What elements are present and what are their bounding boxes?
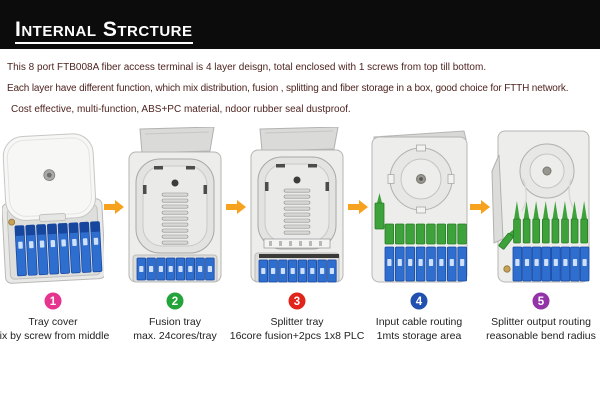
step-3-caption: Splitter tray 16core fusion+2pcs 1x8 PLC <box>230 315 365 343</box>
step-5-caption-line-1: Splitter output routing <box>491 316 591 328</box>
splitter-output-routing-photo <box>491 130 590 283</box>
step-5-badge-circle <box>532 292 550 310</box>
step-2-badge: 2 <box>166 292 184 310</box>
arrow-right-shape <box>226 200 246 214</box>
arrow-right-shape <box>104 200 124 214</box>
arrow-right-icon <box>226 200 246 214</box>
step-5-splitter-output-routing: 5 Splitter output routing reasonable ben… <box>486 127 596 343</box>
fusion-tray-photo <box>128 127 222 283</box>
step-3-number: 3 <box>294 296 300 308</box>
step-5-caption-line-2: reasonable bend radius <box>486 330 596 342</box>
step-4-badge: 4 <box>410 292 428 310</box>
step-5-badge: 5 <box>532 292 550 310</box>
arrow-right-shape <box>470 200 490 214</box>
step-3-splitter-tray: 3 Splitter tray 16core fusion+2pcs 1x8 P… <box>230 127 364 343</box>
step-4-caption-line-1: Input cable routing <box>375 316 463 328</box>
step-1-caption: Tray cover fix by screw from middle <box>0 315 109 343</box>
header-bar: Internal Strcture <box>0 0 600 49</box>
step-4-badge-circle <box>410 292 428 310</box>
step-1-badge-circle <box>44 292 62 310</box>
step-2-caption-line-2: max. 24cores/tray <box>133 330 217 342</box>
step-3-badge-circle <box>288 292 306 310</box>
step-1-tray-cover: 1 Tray cover fix by screw from middle <box>0 127 109 343</box>
step-3-caption-line-2: 16core fusion+2pcs 1x8 PLC <box>229 330 365 342</box>
step-4-input-cable-routing: 4 Input cable routing 1mts storage area <box>368 127 470 343</box>
arrow-right-icon <box>470 200 490 214</box>
step-1-number: 1 <box>50 296 57 308</box>
step-2-number: 2 <box>172 296 178 308</box>
step-3-caption-line-1: Splitter tray <box>270 316 324 328</box>
step-1-badge: 1 <box>44 292 62 310</box>
step-2-caption-line-1: Fusion tray <box>149 316 201 328</box>
step-4-caption-line-2: 1mts storage area <box>376 330 462 342</box>
tray-cover-photo <box>2 133 104 284</box>
steps-flow: 1 Tray cover fix by screw from middle <box>0 125 600 343</box>
arrow-right-icon <box>348 200 368 214</box>
step-3-badge: 3 <box>288 292 306 310</box>
arrow-right-icon <box>104 200 124 214</box>
step-4-number: 4 <box>416 296 423 308</box>
product-description: This 8 port FTB008A fiber access termina… <box>0 49 600 116</box>
step-2-caption: Fusion tray max. 24cores/tray <box>133 315 216 343</box>
step-5-caption: Splitter output routing reasonable bend … <box>486 315 596 343</box>
input-cable-routing-photo <box>371 130 468 283</box>
step-1-caption-line-2: fix by screw from middle <box>0 330 110 342</box>
description-line-2: Each layer have different function, whic… <box>7 83 569 94</box>
arrow-right-shape <box>348 200 368 214</box>
description-line-3: Cost effective, multi-function, ABS+PC m… <box>11 104 351 115</box>
step-2-fusion-tray: 2 Fusion tray max. 24cores/tray <box>124 127 226 343</box>
step-2-badge-circle <box>166 292 184 310</box>
step-4-caption: Input cable routing 1mts storage area <box>376 315 462 343</box>
step-1-caption-line-1: Tray cover <box>28 316 78 328</box>
description-line-1: This 8 port FTB008A fiber access termina… <box>7 62 487 73</box>
splitter-tray-photo <box>250 127 344 283</box>
page-title: Internal Strcture <box>15 19 193 44</box>
step-5-number: 5 <box>538 296 545 308</box>
